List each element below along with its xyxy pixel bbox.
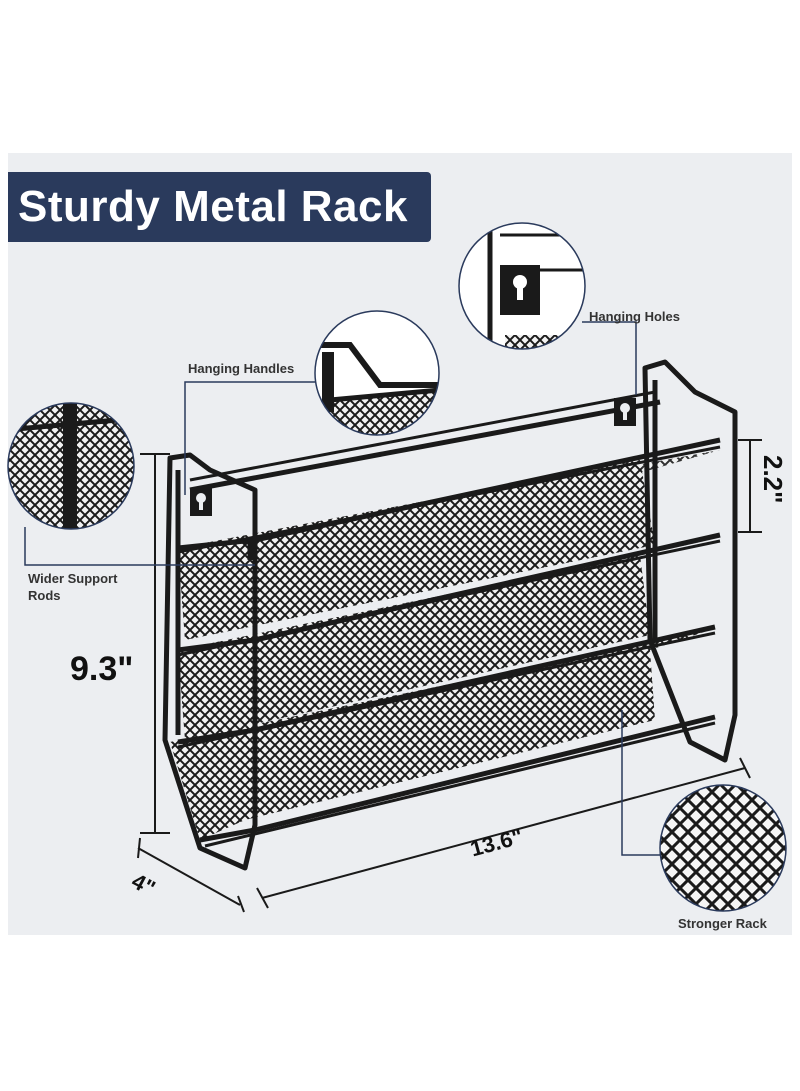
- stronger-rack-label: Stronger Rack: [678, 916, 767, 931]
- page-title: Sturdy Metal Rack: [18, 182, 408, 231]
- hanging-handles-detail-circle: [314, 310, 440, 436]
- keyhole-icon: [190, 398, 636, 516]
- title-banner: Sturdy Metal Rack: [8, 172, 431, 242]
- hanging-handles-label: Hanging Handles: [188, 361, 295, 376]
- shelf-mesh: [170, 450, 720, 840]
- shelf-gap-dimension-label: 2.2": [758, 455, 788, 504]
- support-rods-detail-circle: [7, 402, 135, 530]
- dimension-lines: [137, 439, 762, 913]
- rack-frame: [162, 359, 738, 871]
- wider-support-rods-label-line2: Rods: [28, 588, 61, 603]
- hanging-holes-detail-circle: [458, 222, 586, 350]
- hanging-holes-label: Hanging Holes: [589, 309, 681, 324]
- callout-lines: [24, 321, 660, 856]
- height-dimension-label: 9.3": [70, 650, 134, 688]
- stronger-rack-detail-circle: [659, 784, 787, 912]
- wider-support-rods-label-line1: Wider Support: [28, 571, 118, 586]
